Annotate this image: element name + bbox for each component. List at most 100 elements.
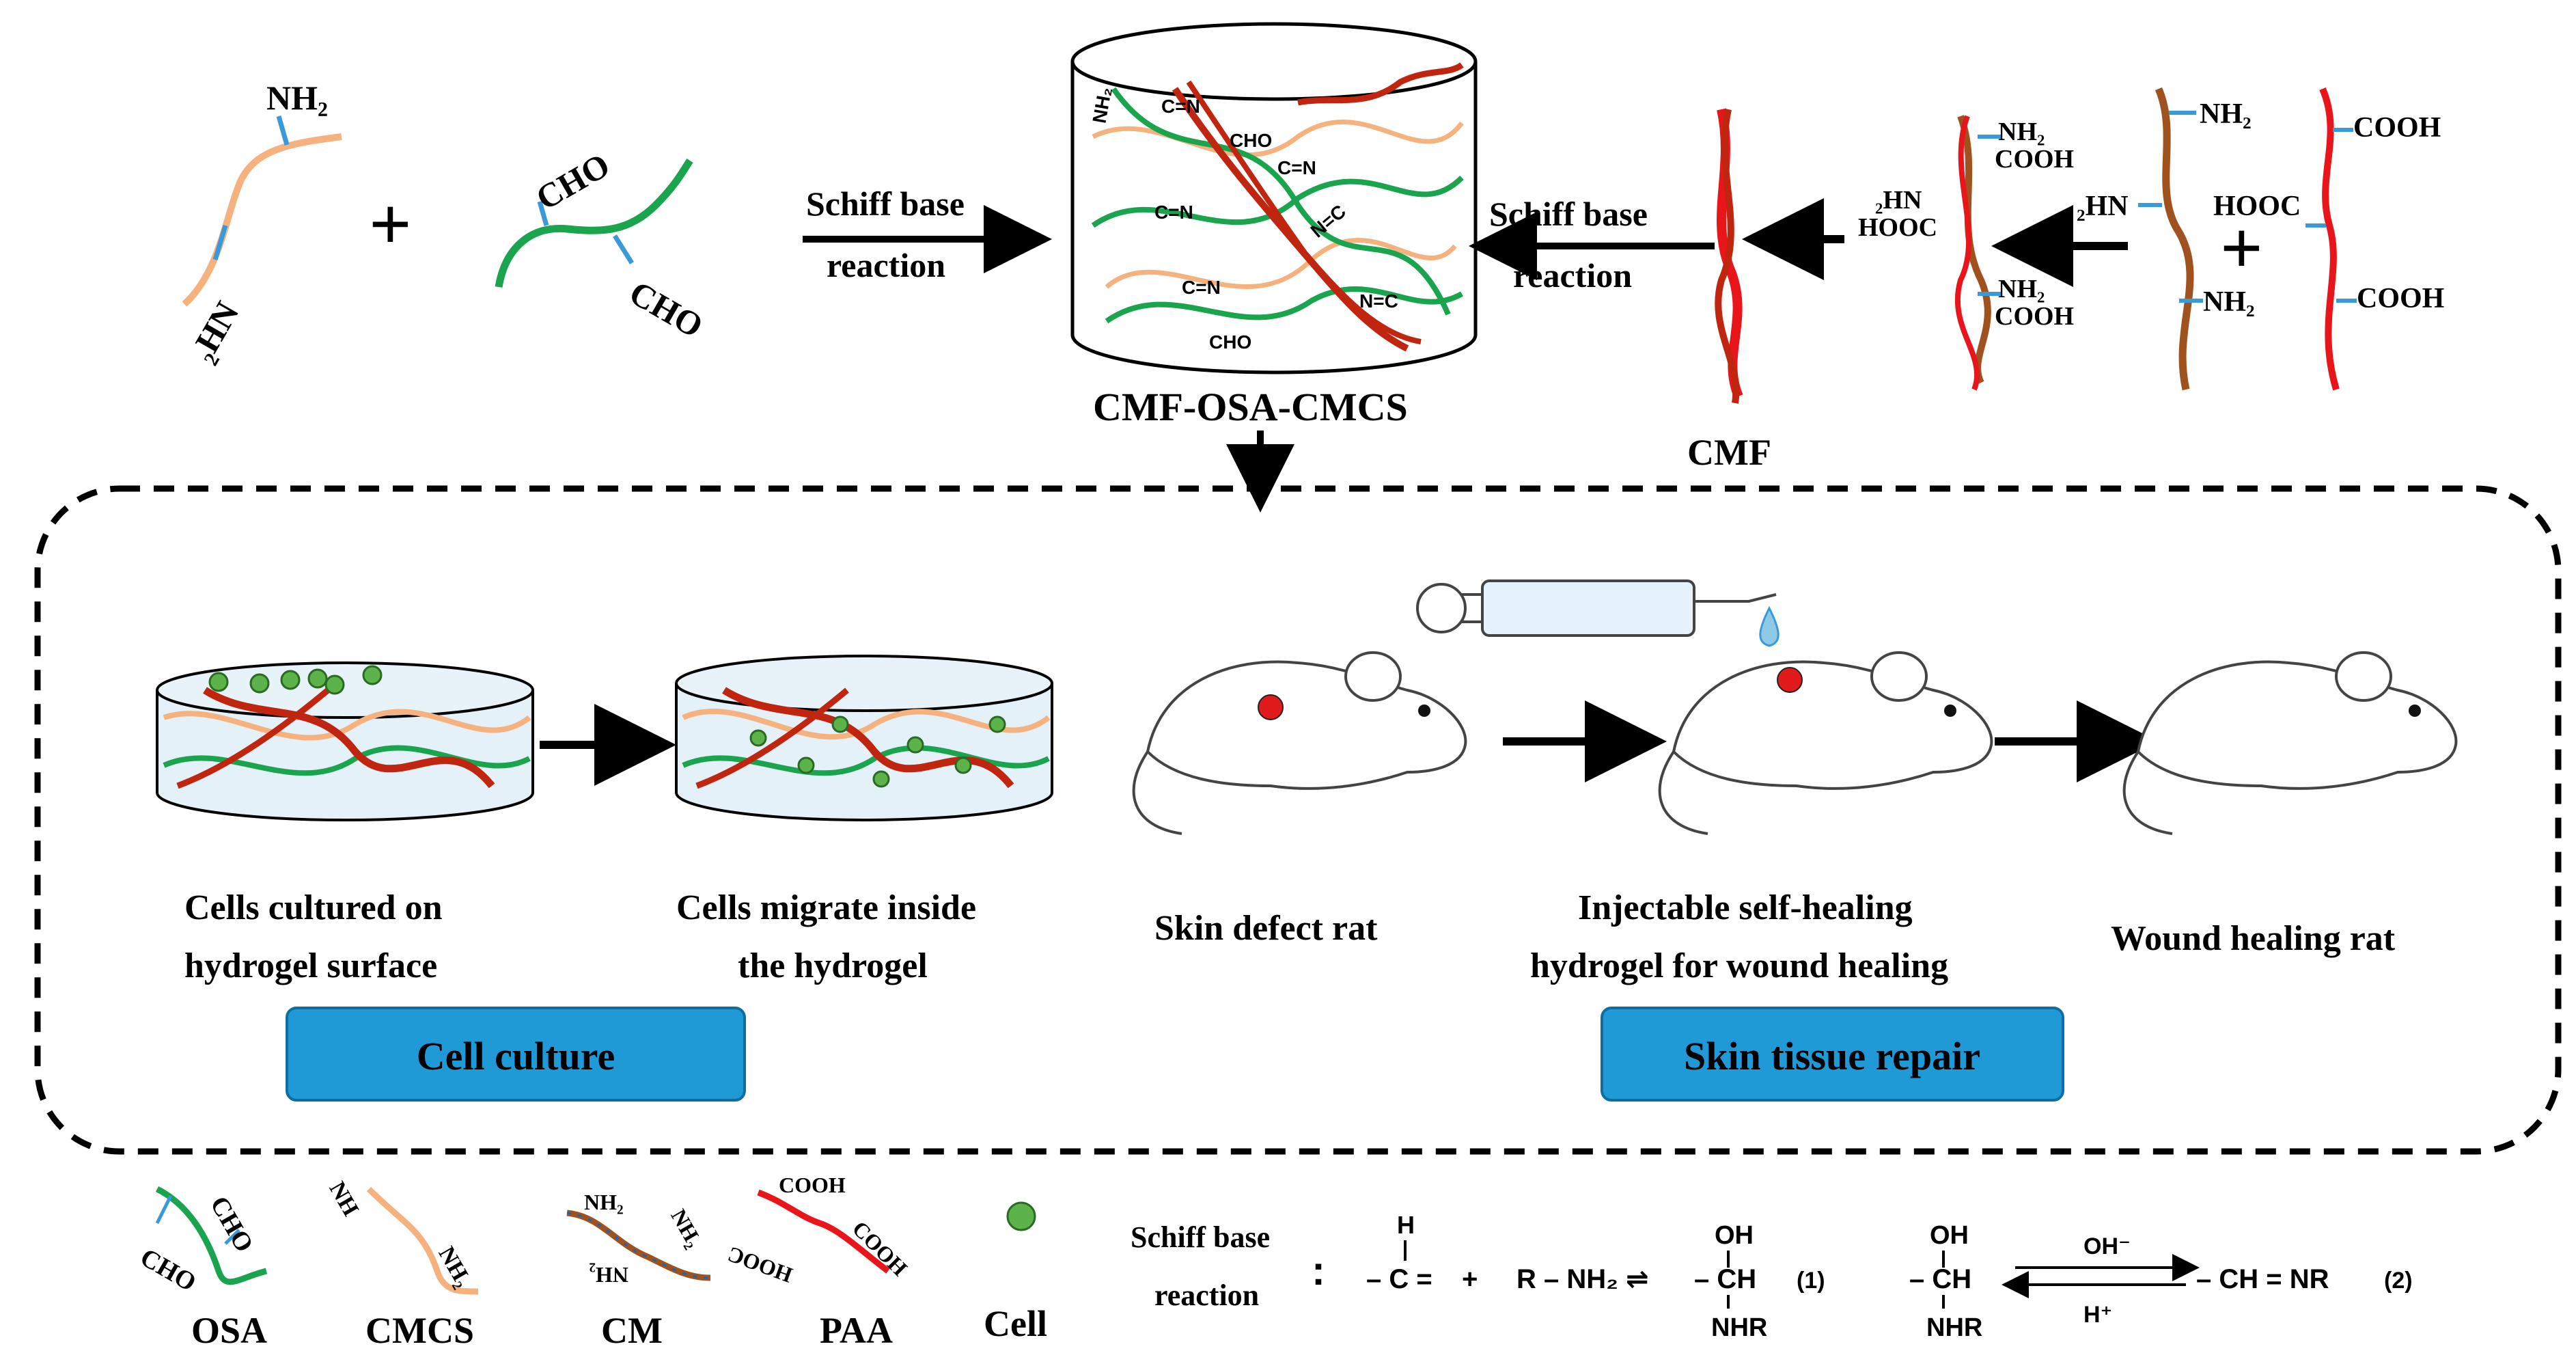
- product-label: CMF-OSA-CMCS: [1093, 385, 1408, 429]
- cell-dot: [324, 674, 345, 695]
- reaction-label-1a: Schiff base: [806, 185, 965, 223]
- gel-cn-label-4: C=N: [1182, 277, 1221, 298]
- complex-nh2-label-1: NH₂: [1998, 118, 2045, 146]
- cell-dot: [280, 670, 301, 690]
- rat-skin-defect: [1132, 651, 1467, 835]
- complex-hooc-label: HOOC: [1858, 213, 1937, 242]
- legend-cmcs-nh2: NH₂: [433, 1242, 476, 1292]
- cell-dot: [906, 736, 924, 754]
- legend-cm-nh2-1: NH₂: [584, 1190, 624, 1214]
- eq-h-top: H: [1397, 1211, 1415, 1239]
- eq-oh: OH: [1715, 1221, 1754, 1250]
- cm-paa-complex: NH₂ COOH ₂HN HOOC NH₂ COOH: [1858, 115, 2074, 391]
- paa-cooh-label-2: COOH: [2357, 283, 2444, 314]
- plus-sign-right: +: [2220, 206, 2263, 290]
- eq-nhr-2: NHR: [1926, 1313, 1982, 1342]
- cell-dot: [362, 665, 383, 685]
- osa-chain: CHO CHO: [495, 146, 710, 345]
- cell-culture-label: Cell culture: [417, 1034, 615, 1078]
- rat-step-2a: Injectable self-healing: [1578, 888, 1913, 927]
- rat-step-1: Skin defect rat: [1154, 909, 1378, 948]
- legend-paa: COOH HOOC COOH: [724, 1173, 912, 1288]
- wound-marker: [1258, 694, 1284, 720]
- reaction-label-2a: Schiff base: [1489, 195, 1648, 233]
- cmcs-nh2-label: NH₂: [266, 79, 328, 117]
- complex-h2n-label: ₂HN: [1875, 186, 1922, 215]
- legend-paa-label: PAA: [820, 1310, 893, 1351]
- paa-hooc-label: HOOC: [2213, 191, 2301, 222]
- osa-cho-label-2: CHO: [623, 273, 710, 345]
- cell-dot: [208, 672, 229, 692]
- complex-nh2-label-2: NH₂: [1998, 275, 2045, 303]
- legend-cmcs: NH NH₂: [324, 1177, 479, 1295]
- eq-amine: R – NH₂ ⇌: [1516, 1264, 1649, 1294]
- eq-nhr: NHR: [1711, 1313, 1767, 1342]
- eq-oh-minus: OH⁻: [2083, 1233, 2131, 1259]
- cmcs-chain: NH₂ ₂HN: [182, 79, 342, 368]
- cell-step-2b: the hydrogel: [738, 946, 928, 985]
- cell-dot: [249, 673, 270, 694]
- drop-icon: [1759, 605, 1779, 647]
- gel-cho-label-1: CHO: [1230, 130, 1272, 151]
- gel-cn-label-1: C=N: [1161, 96, 1200, 117]
- syringe: [1416, 579, 1779, 647]
- reaction-label-2b: reaction: [1513, 256, 1632, 295]
- cell-dot: [797, 756, 815, 774]
- plus-sign-left: +: [369, 182, 412, 266]
- gel-cylinder: NH₂ C=N CHO C=N C=N N=C C=N N=C CHO: [1070, 22, 1478, 374]
- eq-num1: (1): [1797, 1268, 1825, 1294]
- eq-ch: – CH: [1694, 1264, 1756, 1294]
- complex-cooh-label-2: COOH: [1995, 302, 2074, 331]
- cell-dot: [988, 715, 1006, 733]
- cell-dot: [831, 715, 849, 733]
- rat-healed: [2122, 651, 2458, 835]
- osa-cho-label-1: CHO: [529, 146, 616, 217]
- rat-injected: [1658, 651, 1993, 835]
- equation-label-1: Schiff base: [1131, 1220, 1270, 1254]
- gel-nc-label-2: N=C: [1359, 290, 1398, 312]
- legend-cell-label: Cell: [984, 1303, 1047, 1344]
- eq-oh-2: OH: [1930, 1221, 1969, 1250]
- eq-product: – CH = NR: [2196, 1264, 2329, 1294]
- cell-dot: [307, 668, 328, 689]
- skin-repair-button[interactable]: Skin tissue repair: [1601, 1007, 2064, 1102]
- cell-step-1b: hydrogel surface: [184, 946, 437, 985]
- paa-cooh-label-1: COOH: [2353, 112, 2441, 144]
- gel-cn-label-3: C=N: [1154, 202, 1193, 223]
- cmcs-h2n-label: ₂HN: [182, 295, 246, 368]
- cmf-fiber: [1715, 108, 1743, 404]
- hydrogel-dish-surface: [156, 661, 534, 821]
- eq-num2: (2): [2384, 1268, 2413, 1294]
- eq-h-plus: H⁺: [2083, 1302, 2113, 1328]
- application-panel: [34, 485, 2562, 1155]
- cell-culture-button[interactable]: Cell culture: [286, 1007, 746, 1102]
- legend-cm-nh2-3: NH₂: [589, 1263, 628, 1287]
- cm-chain: NH₂ ₂HN NH₂: [2077, 87, 2255, 391]
- eq-c-eq: – C =: [1366, 1264, 1432, 1294]
- cell-dot: [872, 770, 890, 788]
- legend-cm-label: CM: [601, 1310, 663, 1351]
- gel-cn-label-2: C=N: [1277, 157, 1316, 178]
- equation-label-2: reaction: [1154, 1279, 1259, 1312]
- legend-paa-cooh-1: COOH: [779, 1173, 846, 1197]
- legend-cmcs-nh: NH: [324, 1177, 363, 1220]
- gel-cho-label-2: CHO: [1209, 331, 1251, 353]
- skin-repair-label: Skin tissue repair: [1684, 1034, 1980, 1078]
- wound-marker: [1777, 667, 1803, 693]
- hydrogel-dish-inside: [675, 655, 1053, 821]
- cmf-label: CMF: [1687, 432, 1771, 473]
- rat-step-2b: hydrogel for wound healing: [1530, 946, 1948, 985]
- equation-colon: :: [1312, 1248, 1325, 1294]
- legend-osa-label: OSA: [191, 1310, 267, 1351]
- cm-nh2-label-1: NH₂: [2200, 98, 2252, 130]
- cell-step-2a: Cells migrate inside: [676, 888, 976, 927]
- reaction-label-1b: reaction: [827, 246, 945, 284]
- cell-dot: [954, 756, 972, 774]
- paa-chain: COOH HOOC COOH: [2213, 87, 2444, 391]
- legend-paa-hooc: HOOC: [724, 1242, 795, 1287]
- legend-osa: CHO CHO: [135, 1186, 268, 1298]
- legend-osa-cho-2: CHO: [135, 1243, 201, 1298]
- legend-cm: NH₂ NH₂ NH₂: [566, 1190, 711, 1287]
